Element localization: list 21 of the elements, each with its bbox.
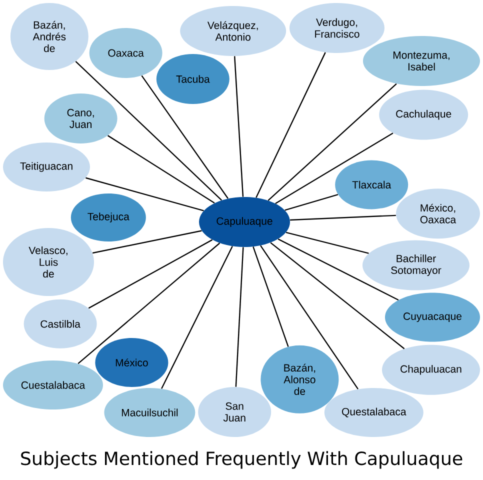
connector-line — [268, 83, 397, 201]
connector-line — [286, 232, 369, 254]
connector-line — [92, 230, 202, 254]
connector-line — [88, 239, 213, 309]
connector-line — [256, 52, 326, 198]
connector-line — [290, 214, 396, 221]
connector-line — [86, 177, 204, 212]
connector-line — [141, 75, 228, 199]
connector-line — [161, 246, 233, 389]
connector-line — [284, 194, 338, 211]
connector-line — [278, 238, 399, 301]
connector-line — [270, 242, 405, 350]
connector-line — [107, 135, 215, 204]
connector-line — [235, 247, 244, 387]
connector-line — [75, 61, 222, 201]
connector-line — [78, 242, 220, 364]
connector-line — [234, 56, 244, 197]
chart-title: Subjects Mentioned Frequently With Capuluaque — [21, 451, 462, 469]
connector-line — [252, 246, 289, 347]
connector-line — [275, 132, 394, 204]
connector-line — [260, 245, 358, 390]
